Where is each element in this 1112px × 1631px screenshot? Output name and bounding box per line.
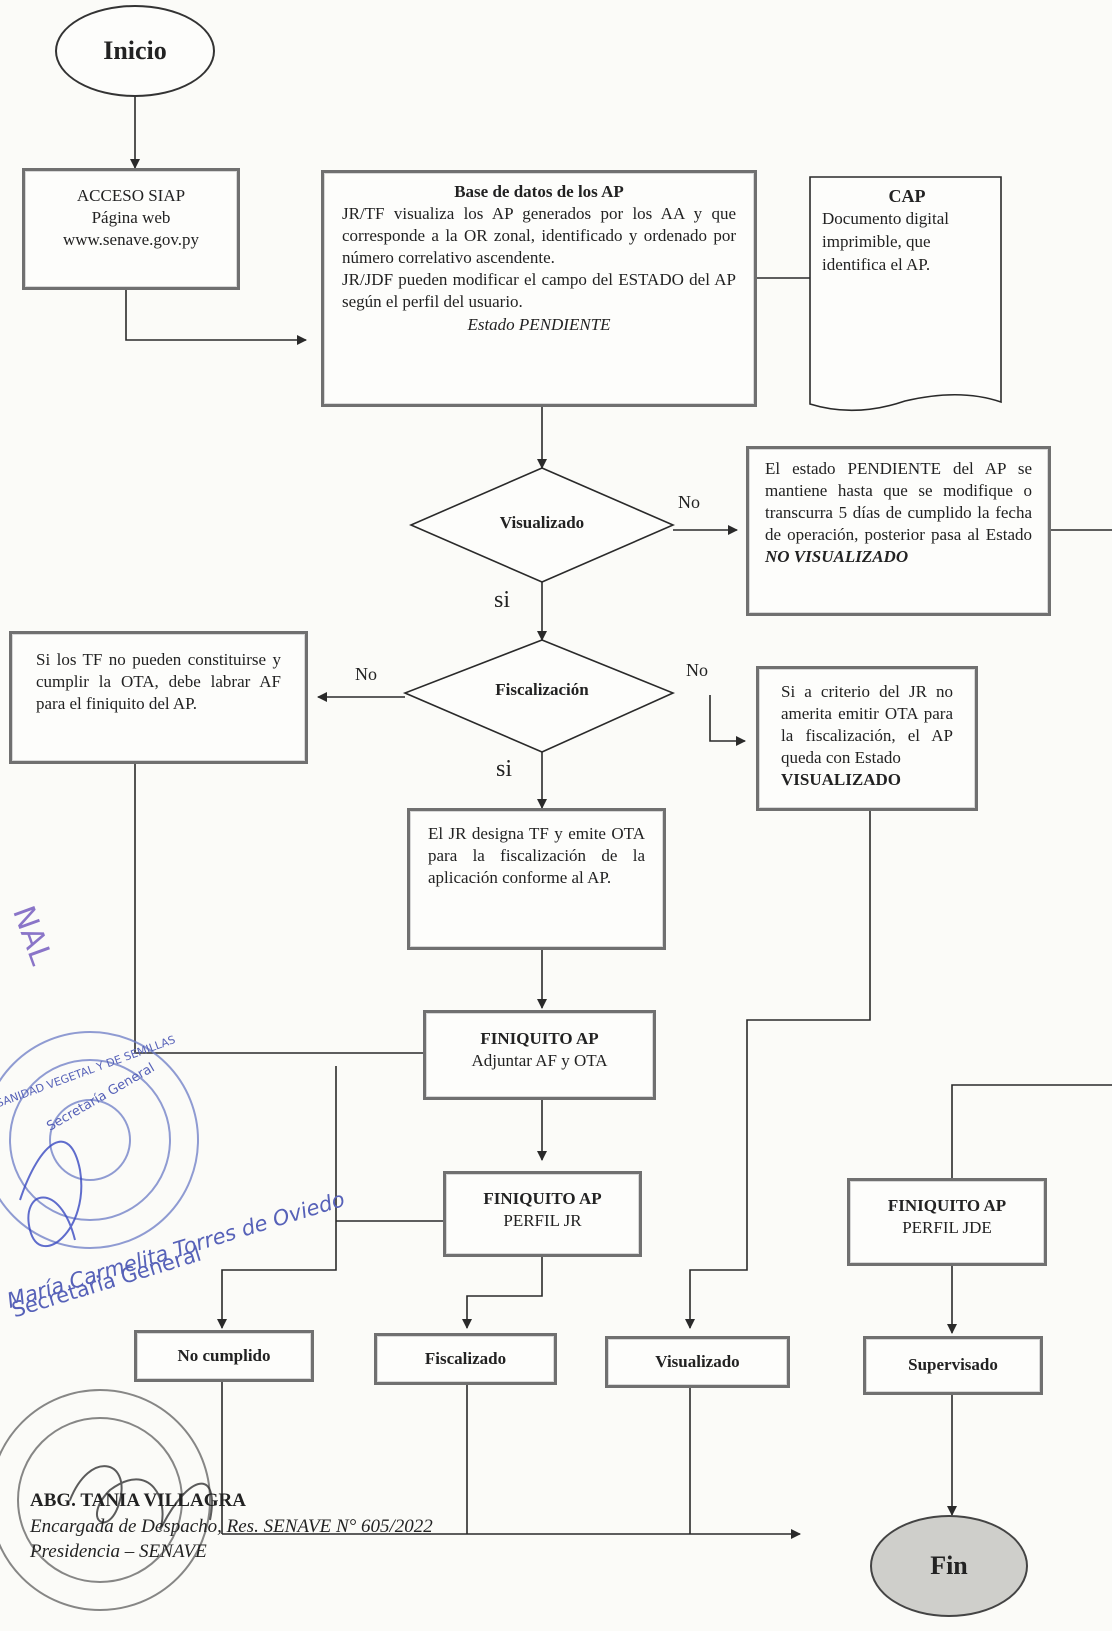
finiquito3-sub: PERFIL JDE [902, 1218, 992, 1238]
outcome-supervisado-label: Supervisado [908, 1355, 998, 1374]
finiquito3-title: FINIQUITO AP [887, 1196, 1007, 1215]
decision-visualizado-shape [408, 467, 676, 583]
designa-text: El JR designa TF y emite OTA para la fis… [428, 824, 645, 888]
outcome-visualizado: Visualizado [605, 1336, 790, 1388]
finiquito1-sub: Adjuntar AF y OTA [471, 1051, 608, 1071]
pendiente-note-box: El estado PENDIENTE del AP se mantiene h… [746, 446, 1051, 616]
cap-document-shape [809, 176, 1002, 412]
finiquito-box-1: FINIQUITO AP Adjuntar AF y OTA [423, 1010, 656, 1100]
cap-text: Documento digital imprimible, que identi… [822, 209, 950, 275]
finiquito-box-2: FINIQUITO AP PERFIL JR [443, 1171, 642, 1257]
signer-block: ABG. TANIA VILLAGRA Encargada de Despach… [30, 1488, 433, 1565]
acceso-siap-box: ACCESO SIAP Página web www.senave.gov.py [22, 168, 240, 290]
decision-visualizado-label: Visualizado [499, 513, 585, 532]
decision2-yes-label: si [496, 756, 513, 782]
decision1-yes-label: si [494, 587, 511, 613]
pendiente-note-text: El estado PENDIENTE del AP se mantiene h… [765, 459, 1032, 545]
left-note-text: Si los TF no pueden constituirse y cumpl… [36, 650, 281, 714]
decision-fiscalizacion-label: Fiscalización [495, 680, 589, 699]
finiquito1-title: FINIQUITO AP [480, 1029, 599, 1048]
outcome-fiscalizado-label: Fiscalizado [424, 1349, 507, 1368]
base-estado: Estado PENDIENTE [467, 314, 611, 334]
base-text1: JR/TF visualiza los AP generados por los… [342, 204, 736, 268]
signer-name: ABG. TANIA VILLAGRA [30, 1490, 246, 1511]
right-note-estado: VISUALIZADO [781, 770, 901, 790]
seal-secretaria [0, 1031, 199, 1249]
acceso-line1: ACCESO SIAP [76, 186, 186, 205]
designa-box: El JR designa TF y emite OTA para la fis… [407, 808, 666, 950]
signature-secretaria [19, 1140, 83, 1247]
base-text2: JR/JDF pueden modificar el campo del EST… [342, 270, 736, 312]
cap-title: CAP [888, 186, 926, 206]
decision-fiscalizacion-shape [402, 639, 676, 753]
outcome-fiscalizado: Fiscalizado [374, 1333, 557, 1385]
outcome-supervisado: Supervisado [863, 1336, 1043, 1395]
outcome-no-cumplido: No cumplido [134, 1330, 314, 1382]
end-terminal: Fin [870, 1515, 1028, 1617]
cap-document: CAP Documento digital imprimible, que id… [822, 184, 992, 277]
acceso-line3: www.senave.gov.py [62, 230, 200, 250]
pendiente-note-estado: NO VISUALIZADO [765, 547, 909, 567]
base-datos-box: Base de datos de los AP JR/TF visualiza … [321, 170, 757, 407]
acceso-line2: Página web [91, 208, 171, 228]
finiquito-box-3: FINIQUITO AP PERFIL JDE [847, 1178, 1047, 1266]
decision2-no-right-label: No [686, 660, 708, 680]
signer-line2: Presidencia – SENAVE [30, 1541, 207, 1563]
finiquito2-title: FINIQUITO AP [483, 1189, 602, 1208]
finiquito2-sub: PERFIL JR [503, 1211, 582, 1231]
base-title: Base de datos de los AP [454, 182, 624, 201]
decision1-no-label: No [678, 492, 700, 512]
left-note-box: Si los TF no pueden constituirse y cumpl… [9, 631, 308, 764]
right-note-text: Si a criterio del JR no amerita emitir O… [781, 682, 953, 768]
decision2-no-left-label: No [355, 664, 377, 684]
seal-presidencia [0, 1389, 211, 1611]
outcome-visualizado-label: Visualizado [655, 1352, 740, 1371]
outcome-no-cumplido-label: No cumplido [177, 1346, 271, 1365]
start-label: Inicio [103, 36, 167, 65]
signature-presidencia [69, 1465, 213, 1531]
end-label: Fin [930, 1551, 968, 1580]
signer-line1: Encargada de Despacho, Res. SENAVE N° 60… [30, 1515, 433, 1537]
right-note-box: Si a criterio del JR no amerita emitir O… [756, 666, 978, 811]
start-terminal: Inicio [55, 5, 215, 97]
